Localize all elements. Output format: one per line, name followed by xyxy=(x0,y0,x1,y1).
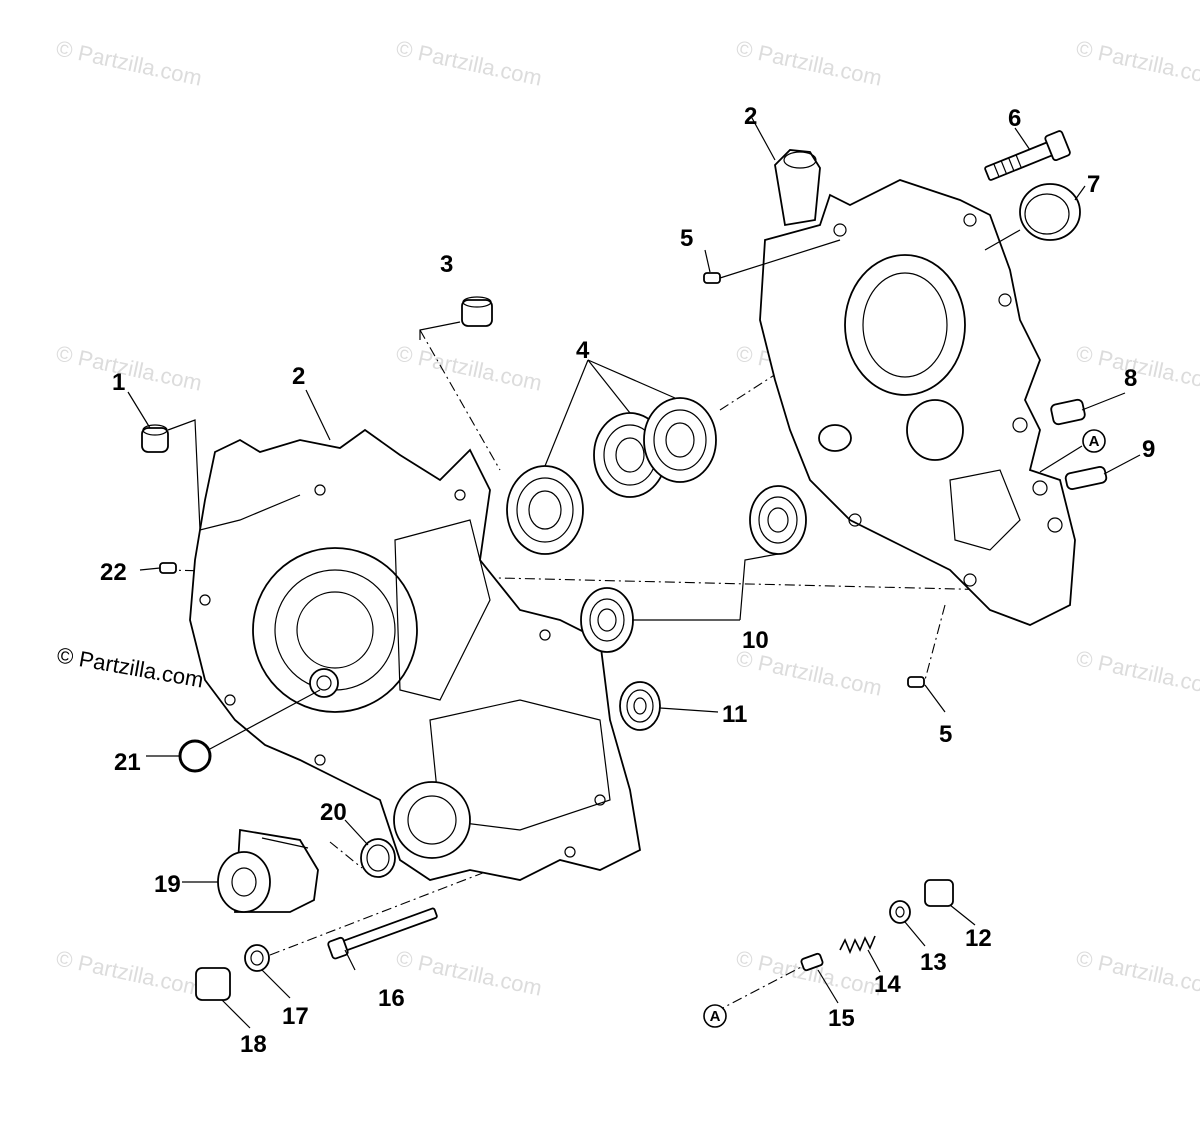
reference-marker-a-upper: A xyxy=(1082,429,1106,453)
callout-17: 17 xyxy=(282,1003,309,1030)
part-17-washer xyxy=(244,944,270,972)
part-12-bolt xyxy=(924,879,954,907)
part-22-dowel-pin xyxy=(159,562,177,574)
part-21-o-ring xyxy=(178,739,212,773)
svg-text:A: A xyxy=(1089,433,1100,450)
part-4-bearing-right xyxy=(643,397,717,483)
watermark: © Partzilla.com xyxy=(54,340,204,395)
callout-14: 14 xyxy=(874,971,901,998)
watermark: © Partzilla.com xyxy=(54,945,204,1000)
callout-2-right: 2 xyxy=(744,103,757,130)
part-16-long-bolt xyxy=(327,907,438,960)
callout-16: 16 xyxy=(378,985,405,1012)
part-10-bearing-upper xyxy=(749,485,807,555)
callout-10: 10 xyxy=(742,627,769,654)
part-5-dowel-pin-lower xyxy=(907,676,925,688)
callout-18: 18 xyxy=(240,1031,267,1058)
watermark: © Partzilla.com xyxy=(394,35,544,90)
part-1-dowel-sleeve xyxy=(141,424,169,453)
part-14-spring xyxy=(839,935,876,955)
part-5-dowel-pin-upper xyxy=(703,272,721,284)
callout-3: 3 xyxy=(440,251,453,278)
callout-1: 1 xyxy=(112,369,125,396)
copyright-credit: © Partzilla.com xyxy=(55,642,205,692)
leader-lines xyxy=(127,117,1141,1029)
callout-7: 7 xyxy=(1087,171,1100,198)
part-13-washer xyxy=(889,900,911,924)
part-4-bearing-large xyxy=(506,465,584,555)
part-9-fitting xyxy=(1064,466,1108,490)
watermark: © Partzilla.com xyxy=(734,945,884,1000)
part-10-bearing-lower xyxy=(580,587,634,653)
left-crankcase-half xyxy=(189,428,641,881)
callout-15: 15 xyxy=(828,1005,855,1032)
callout-4: 4 xyxy=(576,337,590,364)
watermark: © Partzilla.com xyxy=(1074,35,1200,90)
part-8-dowel xyxy=(1050,398,1086,426)
callout-22: 22 xyxy=(100,559,127,586)
watermark: © Partzilla.com xyxy=(1074,945,1200,1000)
right-crankcase-half xyxy=(759,149,1076,626)
callout-5-lower: 5 xyxy=(939,721,952,748)
callout-20: 20 xyxy=(320,799,347,826)
part-3-dowel-sleeve xyxy=(461,296,493,327)
reference-marker-a-lower: A xyxy=(703,1004,727,1028)
svg-text:A: A xyxy=(710,1008,721,1025)
watermark: © Partzilla.com xyxy=(394,340,544,395)
watermark: © Partzilla.com xyxy=(734,35,884,90)
watermark: © Partzilla.com xyxy=(394,945,544,1000)
part-20-seal xyxy=(360,838,396,878)
callout-13: 13 xyxy=(920,949,947,976)
part-6-bolt xyxy=(984,130,1071,181)
watermark: © Partzilla.com xyxy=(1074,645,1200,700)
watermark: © Partzilla.com xyxy=(54,35,204,90)
callout-5-upper: 5 xyxy=(680,225,693,252)
callout-12: 12 xyxy=(965,925,992,952)
callout-6: 6 xyxy=(1008,105,1021,132)
part-15-plunger xyxy=(800,952,824,972)
part-7-oil-seal xyxy=(1019,183,1081,241)
callout-labels: 1 2 3 4 2 5 6 7 8 9 22 10 11 5 21 20 19 … xyxy=(100,103,1155,1058)
part-11-bearing-small xyxy=(619,681,661,731)
callout-19: 19 xyxy=(154,871,181,898)
callout-11: 11 xyxy=(722,701,747,728)
callout-21: 21 xyxy=(114,749,141,776)
callout-2-left: 2 xyxy=(292,363,305,390)
part-18-drain-plug xyxy=(195,967,231,1001)
callout-9: 9 xyxy=(1142,436,1155,463)
callout-8: 8 xyxy=(1124,365,1137,392)
part-19-cover xyxy=(217,828,319,913)
